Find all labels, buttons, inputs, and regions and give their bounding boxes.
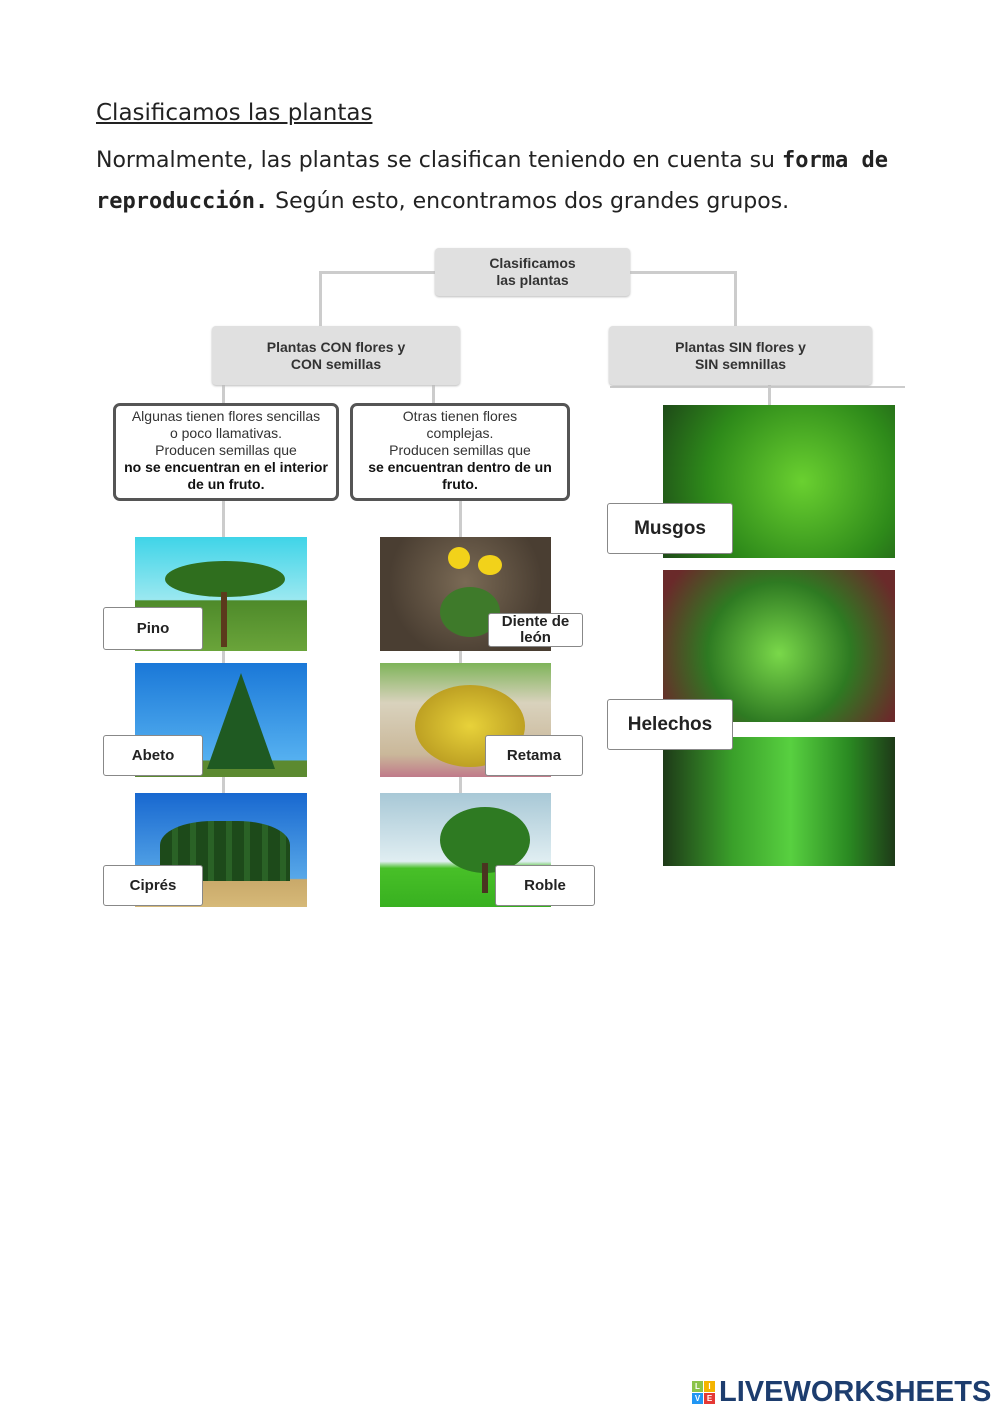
desc-line: complejas. [426,425,494,441]
desc-line: Algunas tienen flores sencillas [131,408,321,424]
logo-letter: I [704,1381,715,1392]
root-line: las plantas [496,272,569,288]
intro-text-2: Según esto, encontramos dos grandes grup… [268,189,790,214]
node-line: Plantas SIN flores y [675,338,806,355]
simple-flowers-description: Algunas tienen flores sencillas o poco l… [113,403,339,501]
desc-line: Producen semillas que [155,442,297,458]
label-musgos: Musgos [607,503,733,554]
desc-bold-line: no se encuentran en el interior [124,459,328,475]
intro-paragraph: Normalmente, las plantas se clasifican t… [96,140,916,222]
desc-line: Producen semillas que [389,442,531,458]
connector-line [459,500,462,538]
section-title: Clasificamos las plantas [96,100,373,126]
logo-letter: L [692,1381,703,1392]
tree-fern-photo [663,737,895,866]
label-diente-de-leon: Diente de león [488,613,583,647]
logo-letter: V [692,1393,703,1404]
connector-line [432,385,435,405]
logo-icon: L I V E [692,1381,715,1404]
connector-line [222,500,225,538]
label-retama: Retama [485,735,583,776]
node-line: CON semillas [290,355,382,372]
connector-line [222,385,225,405]
intro-text: Normalmente, las plantas se clasifican t… [96,148,782,173]
node-line: SIN semnillas [694,355,787,372]
desc-bold-line: de un fruto. [187,476,265,492]
desc-bold-line: fruto. [442,476,478,492]
fern-photo [663,570,895,722]
connector-line [734,271,737,327]
complex-flowers-description: Otras tienen flores complejas. Producen … [350,403,570,501]
label-pino: Pino [103,607,203,650]
logo-letter: E [704,1393,715,1404]
desc-line: o poco llamativas. [169,425,283,441]
intro-bold: forma de reproducción. [96,148,888,214]
label-roble: Roble [495,865,595,906]
label-helechos: Helechos [607,699,733,750]
logo-text: LIVEWORKSHEETS [719,1376,992,1408]
fir-photo [135,663,307,777]
desc-bold-line: se encuentran dentro de un [368,459,552,475]
connector-line [610,386,905,388]
connector-line [768,385,771,407]
label-abeto: Abeto [103,735,203,776]
label-cipres: Ciprés [103,865,203,906]
node-line: Plantas CON flores y [266,338,406,355]
connector-line [319,271,322,327]
liveworksheets-logo: L I V E LIVEWORKSHEETS [692,1376,991,1409]
root-line: Clasificamos [489,255,576,271]
desc-line: Otras tienen flores [402,408,518,424]
